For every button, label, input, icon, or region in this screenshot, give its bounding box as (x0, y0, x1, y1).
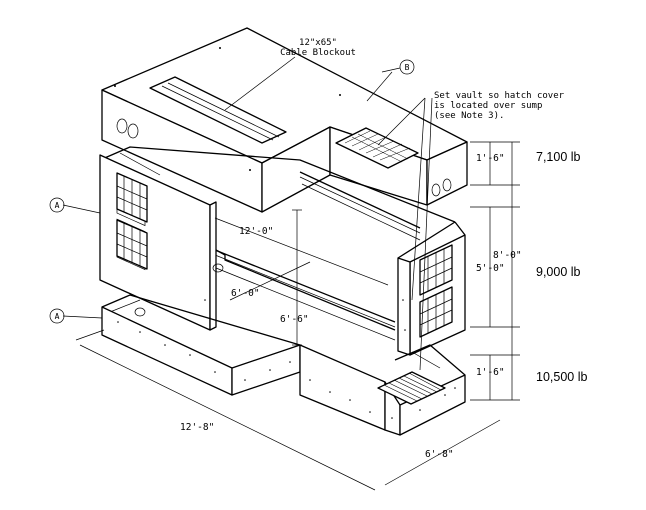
base-right-face (399, 374, 466, 436)
dim-overall-height: 8'-0" (493, 250, 522, 261)
note-line-3: (see Note 3). (434, 111, 504, 121)
dim-top-height: 1'-6" (476, 153, 505, 164)
tag-a-lower: A (55, 312, 60, 321)
base-notch-face (231, 344, 301, 396)
tag-a-lower-circle (49, 308, 65, 324)
knockout-icon (116, 118, 128, 134)
tag-a-upper: A (55, 201, 60, 210)
dim-inner-width: 6'-0" (231, 288, 260, 299)
dim-outer-width: 6'-8" (425, 449, 454, 460)
callouts (62, 56, 433, 371)
note-line-2: is located over sump (434, 101, 542, 111)
right-wall-edge (397, 257, 411, 356)
weight-base: 10,500 lb (536, 370, 587, 384)
weight-middle: 9,000 lb (536, 265, 581, 279)
sump-grate (377, 371, 446, 405)
dim-base-height: 1'-6" (476, 367, 505, 378)
middle-section (99, 146, 466, 356)
dimension-lines (75, 141, 520, 491)
dim-mid-height: 5'-0" (476, 263, 505, 274)
concrete-texture (117, 299, 456, 419)
base-notch-face-2 (299, 344, 386, 431)
weight-top: 7,100 lb (536, 150, 581, 164)
dim-inner-height: 6'-6" (280, 314, 309, 325)
knockout-icon (127, 123, 139, 139)
tag-a-upper-circle (49, 197, 65, 213)
dim-inner-length: 12'-0" (239, 226, 273, 237)
cable-blockout (149, 76, 287, 144)
hatch-cover (335, 127, 419, 169)
tag-b-circle (399, 59, 415, 75)
tag-b: B (405, 63, 410, 72)
left-wall-edge (209, 201, 217, 331)
top-lid-right-face (426, 141, 468, 206)
base-section (101, 294, 466, 436)
blockout-label-1: 12"x65" (299, 38, 337, 48)
knockout-icon (431, 183, 441, 197)
blockout-label-2: Cable Blockout (280, 48, 356, 58)
dim-outer-length: 12'-8" (180, 422, 214, 433)
knockout-icon (442, 178, 452, 192)
note-line-1: Set vault so hatch cover (434, 91, 565, 101)
